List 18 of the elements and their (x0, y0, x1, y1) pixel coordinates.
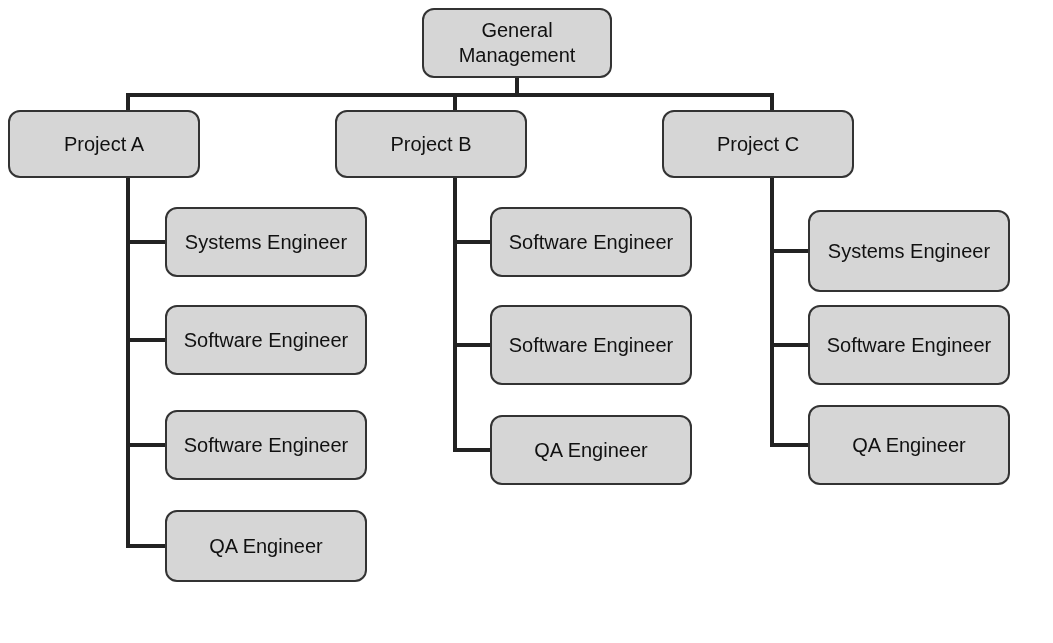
connector-line (126, 178, 165, 548)
role-box: Systems Engineer (165, 207, 367, 277)
role-box: Systems Engineer (808, 210, 1010, 292)
role-box: General Management (422, 8, 612, 78)
role-box: Software Engineer (165, 305, 367, 375)
connector-line (770, 178, 808, 447)
connector-line (515, 78, 774, 110)
role-box: QA Engineer (165, 510, 367, 582)
role-box: Software Engineer (808, 305, 1010, 385)
role-box: QA Engineer (490, 415, 692, 485)
role-box: Software Engineer (165, 410, 367, 480)
role-box: Project C (662, 110, 854, 178)
role-box: Project B (335, 110, 527, 178)
role-box: Project A (8, 110, 200, 178)
role-box: Software Engineer (490, 207, 692, 277)
connector-line (453, 178, 490, 452)
role-box: QA Engineer (808, 405, 1010, 485)
role-box: Software Engineer (490, 305, 692, 385)
